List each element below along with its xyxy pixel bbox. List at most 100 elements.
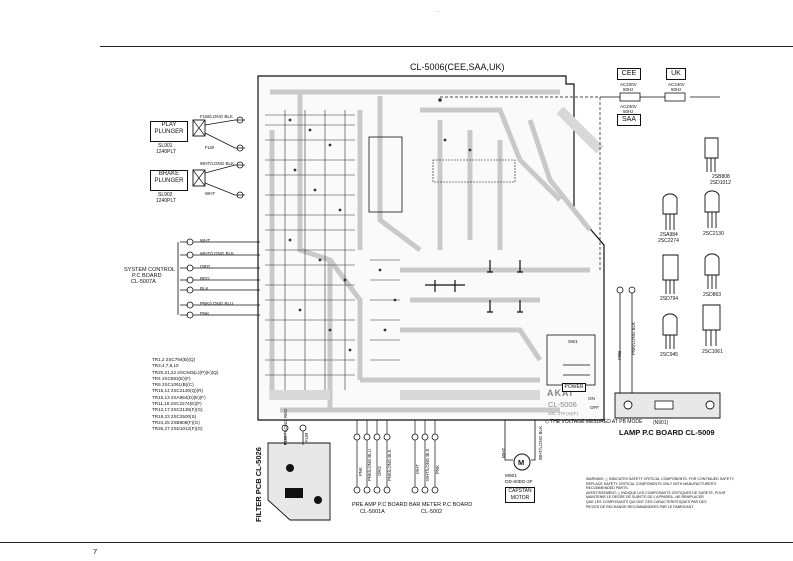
pre-amp-wire-1: PNK/LONG BLU — [367, 449, 372, 481]
warning-block: WARNING: △ INDICATES SAFETY CRITICAL COM… — [586, 477, 736, 509]
brake-wire-2: WHT — [205, 191, 216, 196]
cee-spec-2: 50Hz — [623, 87, 634, 92]
system-control-line-2: P.C BOARD — [132, 273, 162, 279]
brake-plunger-box: BRAKE PLUNGER — [150, 170, 188, 191]
bar-meter-line-2: CL-5002 — [421, 509, 443, 515]
tr-line: TR4 2SC863(E)(F) — [152, 375, 191, 381]
cee-spec-1: AC220V — [620, 82, 637, 87]
brake-plunger-label-2: PLUNGER — [154, 178, 184, 184]
motor-part-1: M901 — [505, 474, 517, 479]
lamp-wire-0: PRE — [617, 350, 622, 360]
part-label-2sc945: 2SC945 — [660, 352, 679, 358]
motor-wire-0: WHT — [501, 447, 506, 458]
warning-line: REPLACE SAFETY CRITICAL COMPONENTS ONLY … — [586, 481, 717, 486]
part-label-2sd863: 2SD863 — [703, 292, 722, 298]
brake-wire-1: WHT/LONG BLK — [200, 161, 235, 166]
play-plunger-label-1: PLAY — [161, 122, 177, 128]
filter-pcb-title: FILTER PCB CL-5026 — [254, 447, 263, 522]
brake-plunger-label-1: BRAKE — [158, 171, 180, 177]
sc-wire-2: ORG — [200, 264, 211, 269]
capacitor-symbols — [425, 260, 523, 313]
warning-line: RECOMMENDED PARTS. — [586, 486, 629, 491]
tr-line: TR24,25 2SB808(F)(G) — [152, 419, 200, 425]
saa-spec-2: 50Hz — [623, 109, 634, 114]
part-label-2sb808: 2SB808 — [712, 174, 730, 180]
main-board-outline — [257, 75, 605, 421]
tr-line: TR1,2 2SC794(B)(Q) — [152, 357, 196, 362]
system-control-line-3: CL-5007A — [131, 279, 156, 285]
warning-line: PIECES DE RECHANGE RECOMMANDEES PAR LE F… — [586, 504, 694, 509]
region-tag-cee: CEE — [617, 68, 641, 80]
bottom-rule — [0, 542, 793, 543]
motor-part-2: DD-50ED-2F — [505, 480, 533, 485]
pre-amp-wire-0: PNK — [358, 467, 363, 476]
tr-line: TR15,13 2SA984(D)(E)(F) — [152, 394, 206, 400]
play-plunger-label-2: PLUNGER — [154, 129, 184, 135]
saa-spec-1: AC240V — [620, 104, 637, 109]
pre-amp-wire-2: ORG — [377, 466, 382, 476]
warning-line: WARNING: △ INDICATES SAFETY CRITICAL COM… — [586, 477, 735, 481]
page-number: 7 — [93, 547, 98, 556]
motor-wire-1: WHT/LONG BLK — [538, 425, 543, 460]
power-off-label: OFF — [590, 405, 599, 410]
tr-line: TR12,17 2SC2130(F)(G) — [152, 407, 203, 413]
sc-wire-3: RED — [200, 276, 210, 281]
warning-line: MAINTENIR LE DEGRE DE SURETE DE L'APPARE… — [586, 495, 704, 500]
brake-plunger-part-2: 1240PLT — [156, 198, 176, 204]
part-label-2sc2274: 2SC2274 — [658, 238, 679, 244]
pre-amp-wire-3: PNK/LONG BLK — [387, 449, 392, 481]
component-clutter — [265, 110, 400, 390]
part-label-2sd794: 2SD794 — [660, 296, 679, 302]
sc-wire-0: WHT — [200, 238, 211, 243]
filter-board-outline — [267, 442, 331, 521]
part-label-2sc2130: 2SC2130 — [703, 231, 724, 237]
top-rule — [100, 46, 793, 47]
tr-line: TR3,4,7,9,10 — [152, 363, 179, 369]
tr-line: TR18,23 2SC2500(S) — [152, 413, 197, 419]
pre-amp-line-1: PRE AMP P.C BOARD — [352, 502, 408, 508]
bar-meter-wire-1: WHT/LONG BLK — [425, 448, 430, 481]
transistor-drawings — [662, 137, 721, 349]
lamp-wire-1: PNK/LONG BLK — [631, 321, 636, 355]
stray-mark: · — [437, 9, 439, 15]
board-fine-print: 20C 270 (S)(F) — [548, 411, 579, 416]
filter-wire-0: FLW / LONG RED — [283, 408, 288, 445]
play-wire-2: FLW — [205, 145, 215, 150]
tr-line: TR6 2SC1061(B)(C) — [152, 382, 194, 388]
system-control-wires — [177, 238, 260, 319]
tr-line: TR26,27 2SD1012(F)(G) — [152, 426, 203, 432]
tr-line: TR20,21,22 2SC945(L)(P)(K)(Q) — [152, 369, 219, 375]
transistor-list: TR1,2 2SC794(B)(Q) TR3,4,7,9,10 TR20,21,… — [152, 357, 218, 433]
capstan-label-1: CAPSTAN — [508, 488, 532, 494]
play-plunger-part-2: 1240PLT — [156, 149, 176, 155]
capstan-motor-box: CAPSTAN MOTOR — [505, 487, 535, 503]
bar-meter-line-1: BAR METER P.C BOARD — [409, 502, 473, 508]
filter-wire-1: FLW — [304, 432, 309, 442]
lamp-id: (N901) — [653, 420, 669, 426]
component-dots — [288, 98, 472, 352]
region-tag-uk: UK — [666, 68, 686, 80]
bar-meter-wire-0: WHT — [415, 464, 420, 474]
capstan-label-2: MOTOR — [510, 495, 530, 501]
part-label-2sa984: 2SA984 — [660, 232, 678, 238]
power-label: POWER — [564, 384, 584, 390]
lamp-board-title: LAMP P.C BOARD CL-5009 — [619, 428, 715, 437]
power-switch-id: SW1 — [568, 339, 578, 344]
uk-spec-1: AC240V — [668, 82, 685, 87]
play-wire-1: FLW/LONG BLK — [200, 114, 233, 119]
power-switch-box: POWER — [562, 383, 586, 392]
play-plunger-part-1: SL901 — [158, 143, 173, 149]
power-on-label: ON — [588, 396, 595, 401]
ground-planes — [270, 106, 604, 400]
sc-wire-4: BLK — [200, 286, 209, 291]
tr-line: TR15,14 2SC2130(Q)(R) — [152, 388, 204, 394]
motor-symbol: M — [518, 458, 525, 467]
main-board-title: CL-5006(CEE,SAA,UK) — [410, 62, 505, 72]
voltage-note: ◇ THE VOLTAGE MESURED AT PB MODE — [545, 419, 643, 425]
brake-plunger-part-1: SL902 — [158, 192, 173, 198]
sc-wire-5: PNK/LONG BLU — [200, 301, 234, 306]
brand-logo: AKAI — [547, 388, 573, 398]
uk-spec-2: 50Hz — [671, 87, 682, 92]
bar-meter-wire-2: PNK — [435, 465, 440, 474]
